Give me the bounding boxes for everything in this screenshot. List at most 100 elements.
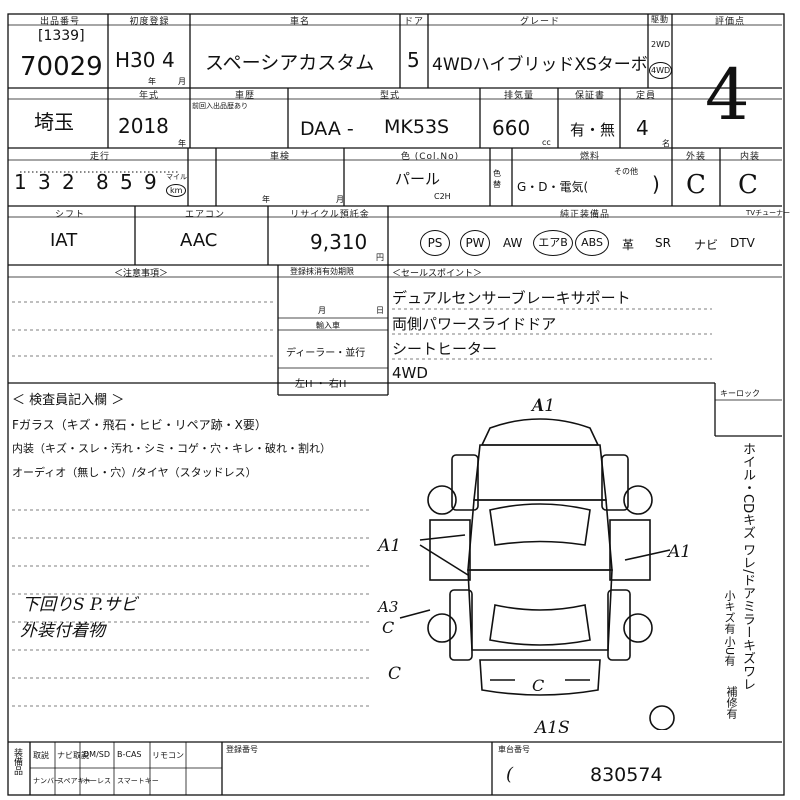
model-year-unit: 年 xyxy=(178,139,186,148)
label-history: 車歴 xyxy=(234,91,255,101)
equip-abs: ABS xyxy=(575,230,609,256)
mileage-unit-mile: マイル xyxy=(166,173,187,181)
footer-cell: ナビ取説 xyxy=(57,751,89,760)
model-year: 2018 xyxy=(118,114,169,138)
recycle-unit: 円 xyxy=(376,253,384,262)
damage-mark: C xyxy=(532,676,545,695)
label-capacity: 定員 xyxy=(635,91,656,101)
mileage-digit: 8 xyxy=(96,170,109,194)
shaken-month: 月 xyxy=(336,195,344,204)
right-small-note: 補修有 xyxy=(725,686,738,719)
first-reg-era: H30 xyxy=(115,48,156,72)
label-chassis: 車台番号 xyxy=(498,745,530,754)
footer-cell: 取説 xyxy=(33,751,49,760)
equip-airbag: エアB xyxy=(533,230,573,256)
lot-bracket: [1339] xyxy=(38,28,85,44)
label-import: 輸入車 xyxy=(316,321,340,330)
first-reg-month: 4 xyxy=(162,48,175,72)
label-first-reg: 初度登録 xyxy=(129,17,170,27)
model-code: MK53S xyxy=(384,116,450,138)
sales-point: 両側パワースライドドア xyxy=(392,315,557,333)
footer-cell: リモコン xyxy=(152,751,184,760)
label-key: キーロック xyxy=(720,389,760,398)
chassis-prefix: ( xyxy=(506,764,514,785)
label-interior: 内装 xyxy=(739,152,760,162)
first-reg-year-unit: 年 xyxy=(148,77,156,86)
equip-pw: PW xyxy=(460,230,490,256)
recycle-fee: 9,310 xyxy=(310,230,368,254)
fuel-other: その他 xyxy=(614,167,638,176)
warranty: 有・無 xyxy=(570,121,616,139)
drive-4wd-circled: 4WD xyxy=(649,62,673,79)
inspector-line-interior: 内装（キズ・スレ・汚れ・シミ・コゲ・穴・キレ・破れ・割れ） xyxy=(12,442,331,455)
footer-cell: スマートキー xyxy=(117,777,159,785)
label-grade: グレード xyxy=(519,17,560,27)
mileage-digit: 2 xyxy=(62,170,75,194)
footer-cell: スペアキー xyxy=(57,777,92,785)
equip-ps: PS xyxy=(420,230,450,256)
mileage-digit: 9 xyxy=(144,170,157,194)
score-value: 4 xyxy=(705,54,750,136)
label-recycle: リサイクル預託金 xyxy=(290,210,370,220)
handwritten-note: 下回りS P.サビ xyxy=(22,595,138,615)
label-model-code: 型式 xyxy=(379,91,400,101)
lot-number: 70029 xyxy=(20,52,103,82)
car-damage-diagram xyxy=(399,400,675,730)
damage-mark: A1S xyxy=(535,718,570,738)
label-model-year: 年式 xyxy=(138,91,159,101)
right-small-note: 小U有 xyxy=(723,636,736,667)
exterior-grade: C xyxy=(686,170,706,200)
shift-value: IAT xyxy=(50,230,78,251)
drive-2wd: 2WD xyxy=(651,40,671,49)
label-score: 評価点 xyxy=(714,17,745,27)
handwritten-note: 外装付着物 xyxy=(20,621,105,641)
right-small-note: 小キズ有 xyxy=(723,590,736,634)
interior-grade: C xyxy=(738,170,758,200)
footer-cell: ホーレス xyxy=(83,777,111,785)
label-door: ドア xyxy=(403,17,424,27)
door-count: 5 xyxy=(407,48,420,72)
label-aircon: エアコン xyxy=(184,210,225,220)
sales-point: デュアルセンサーブレーキサポート xyxy=(392,289,631,307)
steering: 左H ・ 右H xyxy=(295,379,347,390)
mileage-digit: 5 xyxy=(120,170,133,194)
equip-sr: SR xyxy=(655,236,671,250)
label-sales-points: ＜セールスポイント＞ xyxy=(392,269,483,279)
fuel-close: ) xyxy=(652,172,660,196)
equip-navi: ナビ xyxy=(694,238,719,252)
damage-mark: C xyxy=(388,664,402,684)
label-auction-no: 出品番号 xyxy=(39,17,80,27)
equip-aw: AW xyxy=(503,236,523,250)
equip-dtv: DTV xyxy=(730,236,755,250)
reg-day: 日 xyxy=(376,306,384,315)
footer-cell: DM/SD xyxy=(83,750,110,759)
label-color: 色 (Col.No) xyxy=(400,152,460,162)
label-shaken: 車検 xyxy=(269,152,290,162)
label-registration-no: 登録番号 xyxy=(226,745,258,754)
inspector-line-glass: Fガラス（キズ・飛石・ヒビ・リペア跡・X要） xyxy=(12,418,267,432)
sales-point: 4WD xyxy=(392,364,428,382)
color-change: 色替 xyxy=(493,169,501,189)
mileage-unit-km: km xyxy=(166,184,187,197)
capacity-unit: 名 xyxy=(662,139,670,148)
capacity: 4 xyxy=(636,116,649,140)
label-inspection: 保証書 xyxy=(574,91,605,101)
damage-mark: A3 xyxy=(378,598,399,616)
fuel-options: G・D・電気( xyxy=(517,180,589,194)
label-fuel: 燃料 xyxy=(579,152,600,162)
label-exterior: 外装 xyxy=(685,152,706,162)
model-prefix: DAA - xyxy=(300,118,354,140)
footer-cell: ナンバー xyxy=(33,777,61,785)
footer-side: 装備品 xyxy=(12,748,22,775)
damage-mark: A1 xyxy=(668,542,692,562)
damage-mark: A1 xyxy=(378,536,402,556)
history-note: 前回入出品歴あり xyxy=(192,102,248,110)
label-inspector: ＜ 検査員記入欄 ＞ xyxy=(12,393,125,408)
damage-mark: C xyxy=(382,618,395,637)
label-notes: ＜注意事項＞ xyxy=(114,269,169,279)
label-car-name: 車名 xyxy=(289,17,310,27)
label-mileage: 走行 xyxy=(89,152,110,162)
first-reg-month-unit: 月 xyxy=(178,77,186,86)
